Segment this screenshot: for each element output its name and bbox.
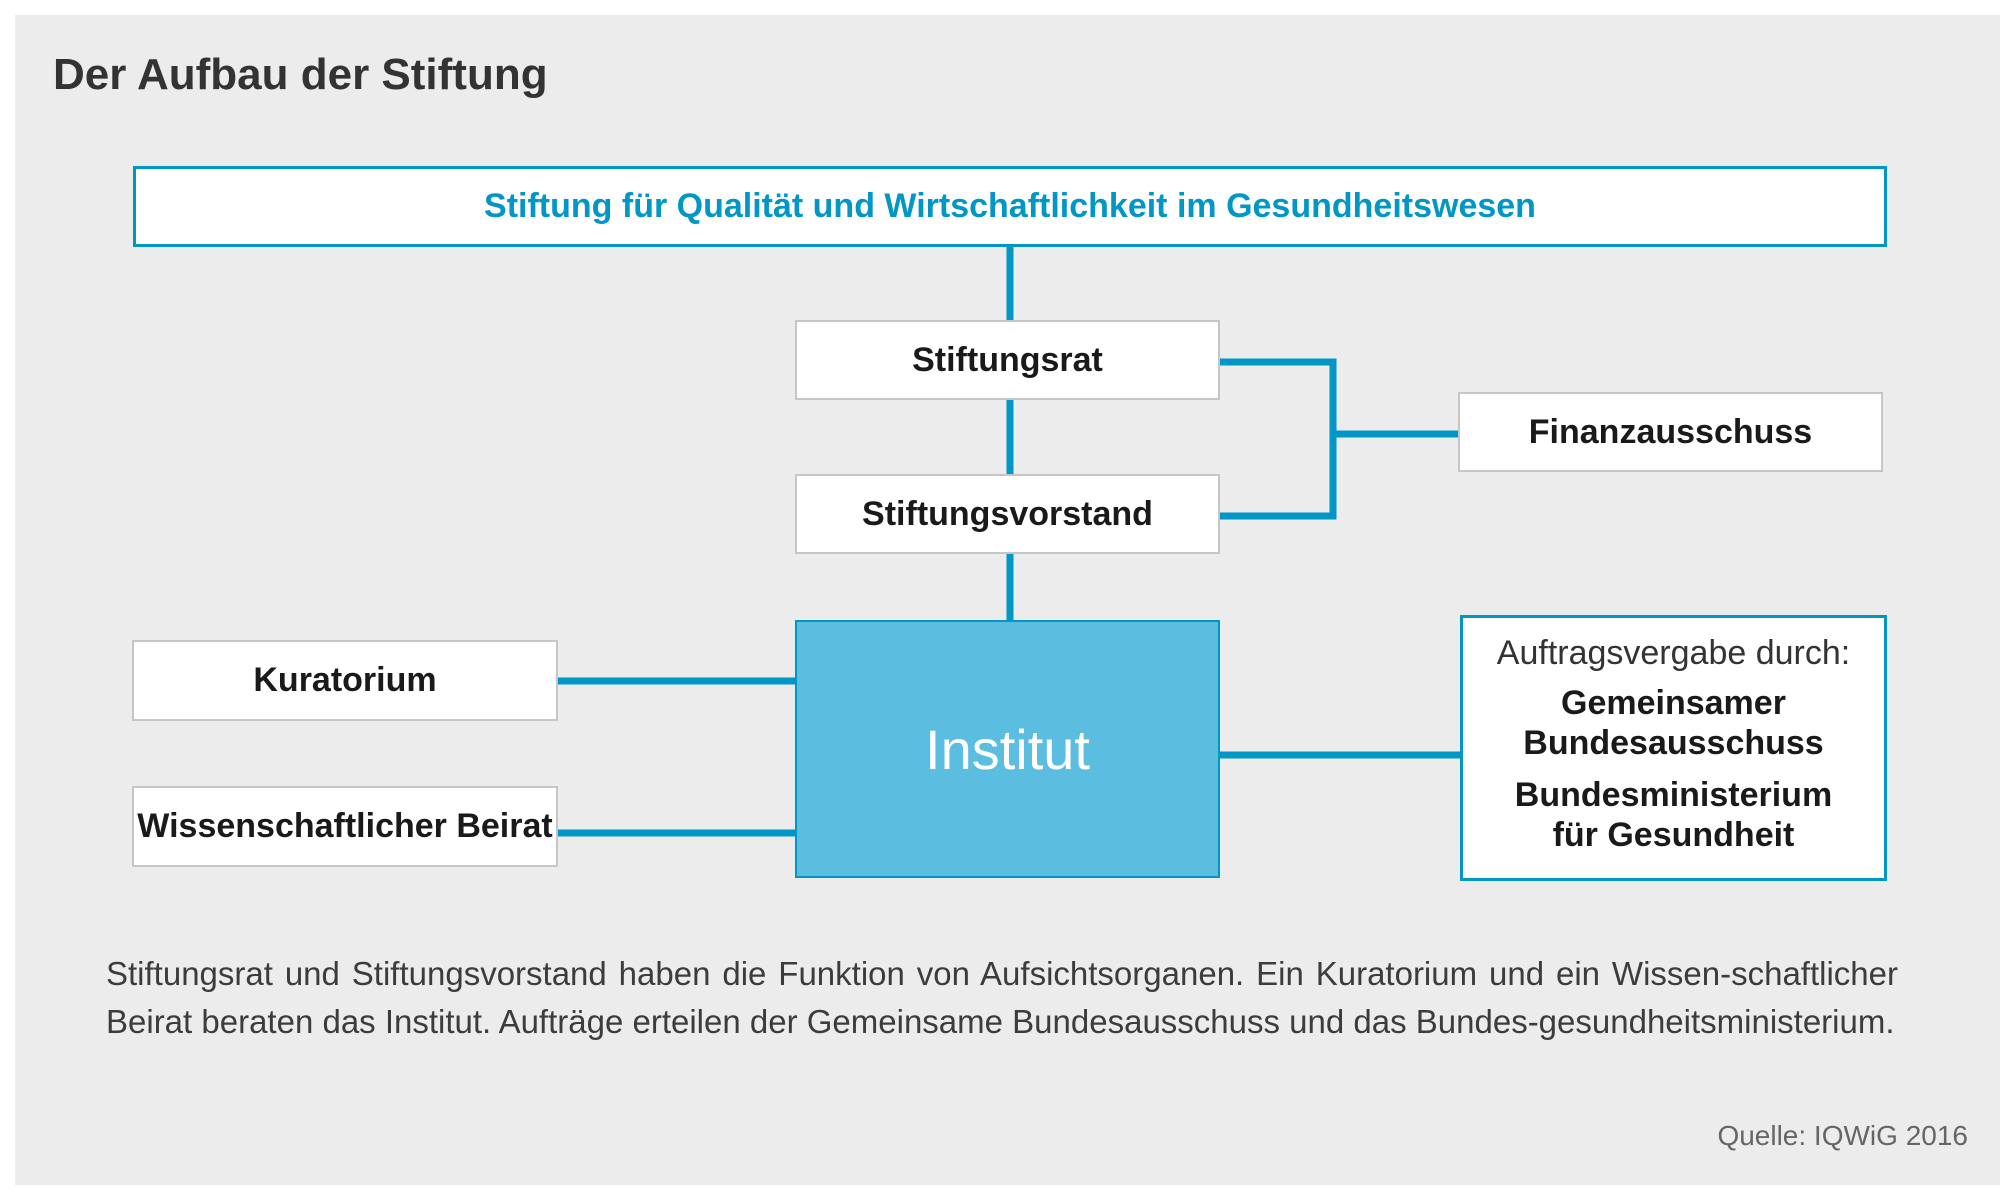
beirat-box: Wissenschaftlicher Beirat [132, 786, 558, 867]
stiftung-box: Stiftung für Qualität und Wirtschaftlich… [133, 166, 1887, 247]
bmg-line-1: Bundesministerium [1514, 775, 1833, 814]
auftraggeber-gba: Gemeinsamer Bundesausschuss [1523, 683, 1823, 763]
gba-line-2: Bundesausschuss [1523, 723, 1824, 762]
finanzausschuss-box: Finanzausschuss [1458, 392, 1883, 472]
auftragsvergabe-box: Auftragsvergabe durch: Gemeinsamer Bunde… [1460, 615, 1887, 881]
source-note: Quelle: IQWiG 2016 [1717, 1120, 1968, 1151]
stiftungsvorstand-box: Stiftungsvorstand [795, 474, 1220, 554]
gba-line-1: Gemeinsamer [1561, 683, 1786, 722]
stiftungsvorstand-label: Stiftungsvorstand [862, 494, 1153, 533]
stiftungsrat-label: Stiftungsrat [912, 340, 1103, 379]
institut-box: Institut [795, 620, 1220, 878]
auftraggeber-bmg: Bundesministerium für Gesundheit [1515, 775, 1832, 855]
kuratorium-label: Kuratorium [253, 661, 437, 699]
stiftungsrat-box: Stiftungsrat [795, 320, 1220, 400]
stiftung-label: Stiftung für Qualität und Wirtschaftlich… [484, 187, 1536, 225]
finanzausschuss-label: Finanzausschuss [1528, 412, 1813, 451]
page-title: Der Aufbau der Stiftung [53, 50, 548, 99]
institut-label: Institut [925, 717, 1090, 781]
beirat-label: Wissenschaftlicher Beirat [137, 807, 553, 845]
bmg-line-2: für Gesundheit [1552, 815, 1795, 854]
auftragsvergabe-lead: Auftragsvergabe durch: [1496, 633, 1851, 672]
caption-text: Stiftungsrat und Stiftungsvorstand haben… [106, 955, 1898, 1040]
kuratorium-box: Kuratorium [132, 640, 558, 721]
connector-rat-finanz [1220, 358, 1337, 520]
